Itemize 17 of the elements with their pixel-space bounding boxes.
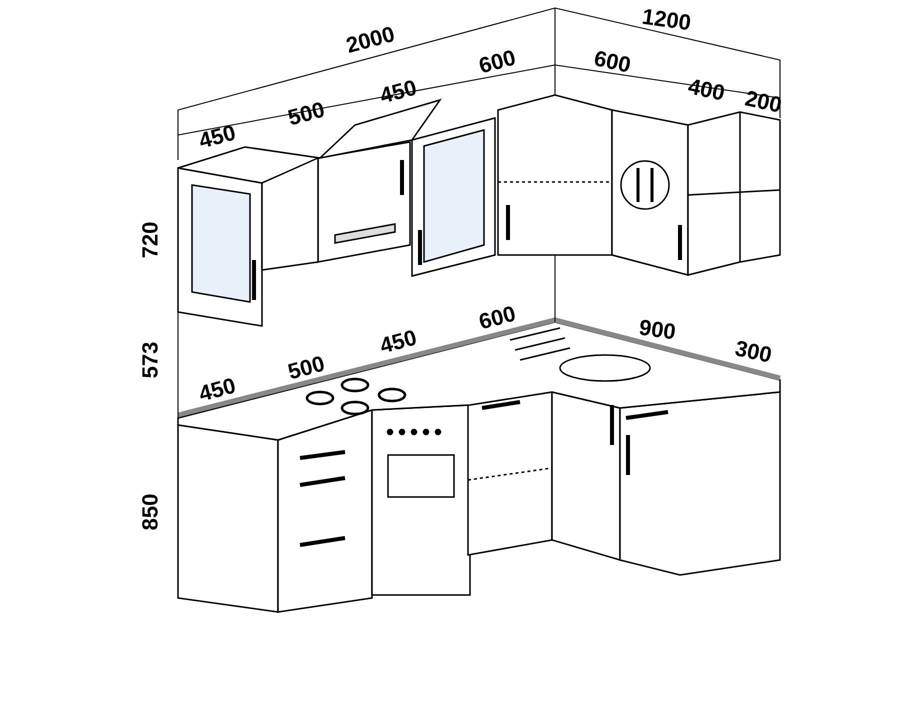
dimension-label: 600 bbox=[476, 46, 518, 78]
dimension-label: 400 bbox=[686, 75, 726, 105]
dimension-label: 2000 bbox=[343, 23, 396, 57]
dimension-label: 300 bbox=[732, 337, 774, 367]
dimension-label: 600 bbox=[592, 47, 632, 77]
dimension-label: 1200 bbox=[640, 6, 692, 34]
dimension-label: 600 bbox=[476, 302, 518, 334]
dimension-label: 450 bbox=[196, 122, 238, 152]
dimension-label: 573 bbox=[138, 342, 161, 378]
dimension-label: 450 bbox=[196, 374, 238, 406]
dimension-label: 500 bbox=[285, 352, 326, 384]
dimension-label: 500 bbox=[285, 98, 326, 130]
dimension-label: 720 bbox=[138, 222, 161, 258]
dimension-label: 850 bbox=[138, 494, 161, 530]
dimension-label: 450 bbox=[377, 326, 418, 358]
dimension-label: 450 bbox=[377, 76, 418, 108]
dimension-label: 900 bbox=[637, 316, 677, 344]
